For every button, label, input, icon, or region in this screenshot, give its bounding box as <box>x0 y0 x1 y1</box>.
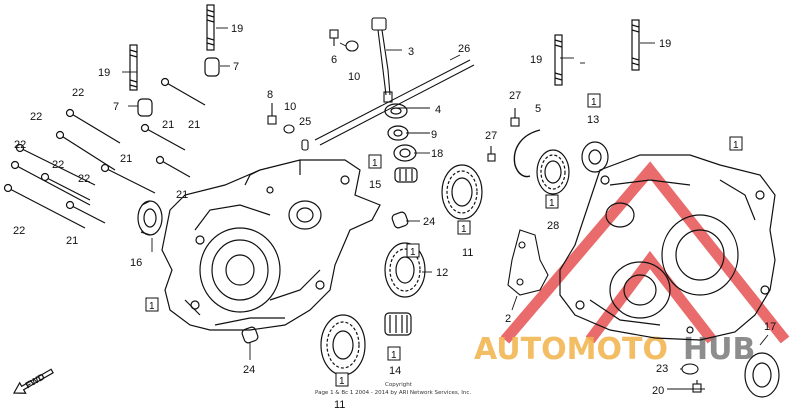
callout-10-b: 10 <box>284 101 296 113</box>
case-bolts <box>7 81 206 229</box>
callout-22-f: 22 <box>78 173 90 185</box>
dowel-pin-7-b <box>137 98 153 117</box>
callout-7-a: 7 <box>233 61 239 73</box>
callout-15: 15 <box>369 179 381 191</box>
oil-seal-17 <box>744 352 780 398</box>
seal-9 <box>387 125 409 141</box>
dowel-pin-7-a <box>204 57 220 77</box>
callout-22-e: 22 <box>13 225 25 237</box>
fwd-indicator: FWD <box>12 368 54 394</box>
callout-21-a: 21 <box>188 119 200 131</box>
callout-24-b: 24 <box>243 364 255 376</box>
callout-22-b: 22 <box>30 111 42 123</box>
bolt-heads <box>3 77 170 210</box>
callout-21-e: 21 <box>66 235 78 247</box>
boxed-1-13: 1 <box>591 97 597 108</box>
callout-20: 20 <box>652 385 664 397</box>
stud-bolt-19-c <box>554 34 563 86</box>
bearing-11-lower <box>320 314 366 376</box>
fwd-arrow-icon <box>12 368 54 394</box>
boxed-1-left: 1 <box>149 301 155 312</box>
bearing-28 <box>536 149 570 195</box>
callout-25: 25 <box>299 116 311 128</box>
right-crankcase <box>559 154 776 341</box>
circlip-5 <box>513 129 541 178</box>
left-crankcase <box>161 159 381 331</box>
boxed-callouts <box>145 93 743 387</box>
callout-17: 17 <box>764 321 776 333</box>
callout-8: 8 <box>267 89 273 101</box>
stud-bolt-19-d <box>631 19 640 71</box>
bearing-12 <box>384 242 426 298</box>
callout-6: 6 <box>331 54 337 66</box>
callout-19-c: 19 <box>530 54 542 66</box>
callout-2: 2 <box>505 313 511 325</box>
copyright-line-1: Copyright <box>385 382 413 388</box>
boxed-1-11: 1 <box>461 224 467 235</box>
callout-27-a: 27 <box>509 90 521 102</box>
boxed-1-12: 1 <box>410 247 416 258</box>
watermark-text-automoto: AUTOMOTO <box>474 332 668 367</box>
bearing-15 <box>394 167 418 183</box>
callout-16: 16 <box>130 257 142 269</box>
copyright-notice: Copyright Page 1 & Bc 1 2004 - 2014 by A… <box>315 382 471 396</box>
callout-4: 4 <box>435 104 441 116</box>
callout-13: 13 <box>587 114 599 126</box>
rod-3 <box>371 17 393 103</box>
dowel-pin-24-b <box>241 326 259 344</box>
callout-28: 28 <box>547 220 559 232</box>
boxed-1-15: 1 <box>372 158 378 169</box>
bearing-14 <box>384 312 412 336</box>
callout-9: 9 <box>431 129 437 141</box>
boxed-1-14: 1 <box>391 350 397 361</box>
leader-lines <box>122 27 769 390</box>
callout-22-c: 22 <box>14 139 26 151</box>
boxed-1-right: 1 <box>733 140 739 151</box>
callout-12: 12 <box>436 267 448 279</box>
callout-10-a: 10 <box>348 71 360 83</box>
seal-18 <box>393 144 417 162</box>
bearing-13 <box>581 141 609 173</box>
callout-21-b: 21 <box>162 119 174 131</box>
callout-22-d: 22 <box>52 159 64 171</box>
callout-21-d: 21 <box>176 189 188 201</box>
callout-19-a: 19 <box>231 23 243 35</box>
callout-27-b: 27 <box>485 130 497 142</box>
callout-18: 18 <box>431 148 443 160</box>
callout-23: 23 <box>656 363 668 375</box>
callout-numbers: 19 7 19 7 6 10 3 26 22 22 22 22 22 22 21… <box>13 23 776 411</box>
dowel-pin-24-a <box>391 211 409 229</box>
oil-seal-16 <box>137 200 163 236</box>
watermark-text-hub: HUB <box>683 332 755 367</box>
callout-11-b: 11 <box>334 399 345 411</box>
callout-11-a: 11 <box>462 247 473 259</box>
boxed-callout-labels: 1 1 1 1 1 1 1 1 1 <box>149 97 739 387</box>
callout-19-b: 19 <box>98 67 110 79</box>
bearing-11-upper <box>441 164 483 220</box>
callout-14: 14 <box>389 365 401 377</box>
boxed-1-11b: 1 <box>339 376 345 387</box>
callout-5: 5 <box>535 103 541 115</box>
callout-26: 26 <box>458 43 470 55</box>
callout-19-d: 19 <box>659 38 671 50</box>
callout-21-c: 21 <box>120 153 132 165</box>
boxed-1-28: 1 <box>549 198 555 209</box>
callout-22-a: 22 <box>72 87 84 99</box>
callout-7-b: 7 <box>113 101 119 113</box>
copyright-line-2: Page 1 & Bc 1 2004 - 2014 by ARI Network… <box>315 390 471 396</box>
stud-bolt-19-a <box>206 4 215 51</box>
stud-bolt-19-b <box>129 44 138 91</box>
watermark-logo: AUTOMOTO HUB <box>474 161 790 367</box>
part-2-plate <box>507 229 549 296</box>
callout-24-a: 24 <box>423 216 435 228</box>
callout-3: 3 <box>408 46 414 58</box>
